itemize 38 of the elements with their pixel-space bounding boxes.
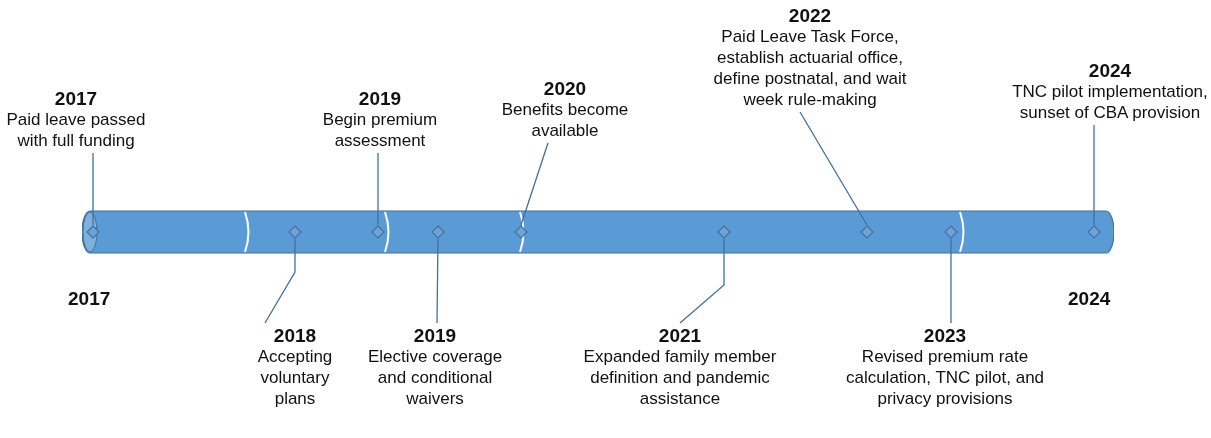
year-label: 2018 xyxy=(273,325,317,346)
year-label: 2019 xyxy=(413,325,457,346)
leader-line xyxy=(950,238,952,324)
leader-line xyxy=(520,142,549,226)
year-label: 2017 xyxy=(54,88,98,109)
event-description: TNC pilot implementation, sunset of CBA provision xyxy=(1012,81,1208,123)
marker-diamond xyxy=(860,225,874,239)
year-label: 2019 xyxy=(358,88,402,109)
leader-line xyxy=(799,111,868,226)
event-description: Begin premium assessment xyxy=(321,109,439,151)
year-label: 2017 xyxy=(68,288,111,310)
marker-diamond xyxy=(371,225,385,239)
marker-diamond xyxy=(514,225,528,239)
leader-line xyxy=(679,238,725,324)
leader-line xyxy=(1093,124,1095,226)
year-label: 2021 xyxy=(658,325,702,346)
event-description: Paid leave passed with full funding xyxy=(5,109,147,151)
marker-diamond xyxy=(288,225,302,239)
year-label: 2024 xyxy=(1088,60,1132,81)
year-label: 2023 xyxy=(923,325,967,346)
leader-line xyxy=(264,238,296,324)
event-description: Accepting voluntary plans xyxy=(256,346,334,409)
year-label: 2020 xyxy=(543,78,587,99)
marker-diamond xyxy=(944,225,958,239)
marker-diamond xyxy=(86,225,100,239)
leader-line xyxy=(436,238,439,324)
event-description: Benefits become available xyxy=(500,99,630,141)
leader-line xyxy=(92,152,94,226)
event-description: Paid Leave Task Force, establish actuarial office, define postnatal, and wait week rule-making xyxy=(712,26,908,110)
year-label: 2022 xyxy=(788,5,832,26)
leader-line xyxy=(377,152,379,226)
event-description: Expanded family member definition and pandemic assistance xyxy=(582,346,778,409)
event-description: Revised premium rate calculation, TNC pilot, and privacy provisions xyxy=(844,346,1046,409)
event-description: Elective coverage and conditional waivers xyxy=(366,346,504,409)
marker-diamond xyxy=(431,225,445,239)
marker-diamond xyxy=(1087,225,1101,239)
year-label: 2024 xyxy=(1068,288,1111,310)
marker-diamond xyxy=(717,225,731,239)
